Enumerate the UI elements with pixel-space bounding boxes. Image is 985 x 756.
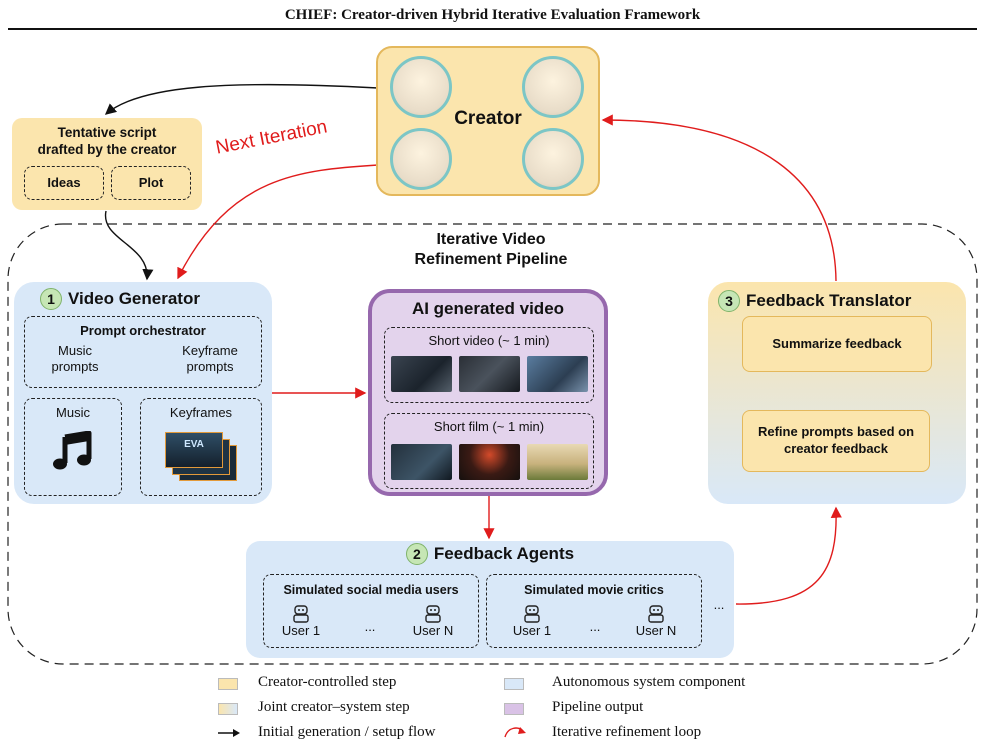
short-film-frame-1 <box>391 444 452 480</box>
refine-prompts-line2: creator feedback <box>783 441 889 456</box>
legend-pipeline-output: Pipeline output <box>552 699 644 715</box>
social-users-ellipsis: ... <box>364 619 376 634</box>
next-iteration-arrow <box>177 164 379 280</box>
keyframe-prompts-line2: prompts <box>186 359 234 374</box>
pipeline-title-line2: Refinement Pipeline <box>414 251 568 268</box>
short-film-label: Short film (~ 1 min) <box>433 419 545 434</box>
music-prompts-label: Music prompts <box>33 343 117 375</box>
music-box: Music <box>24 398 122 496</box>
legend-creator-controlled: Creator-controlled step <box>258 674 397 690</box>
short-video-frame-1 <box>391 356 452 392</box>
short-video-box: Short video (~ 1 min) <box>384 327 594 403</box>
video-generator-box: 1 Video Generator Prompt orchestrator Mus… <box>14 282 272 504</box>
music-prompts-line1: Music <box>58 343 92 358</box>
refine-prompts-box: Refine prompts based on creator feedback <box>742 410 930 472</box>
critic-user-1-label: User 1 <box>512 623 552 638</box>
legend-black-arrow-icon <box>218 729 240 737</box>
refine-prompts-line1: Refine prompts based on <box>757 424 915 439</box>
social-media-users-box: Simulated social media users User 1 ... … <box>263 574 479 648</box>
feedback-agents-box: 2 Feedback Agents Simulated social media … <box>246 541 734 658</box>
pipeline-title: Iterative Video Refinement Pipeline <box>384 230 598 270</box>
translator-to-creator-arrow <box>601 114 837 282</box>
legend-swatch-creator <box>218 678 238 690</box>
pipeline-title-line1: Iterative Video <box>436 231 546 248</box>
robot-icon <box>293 605 309 623</box>
feedback-translator-title: 3 Feedback Translator <box>718 290 911 312</box>
music-note-icon <box>53 431 92 470</box>
ideas-box: Ideas <box>24 166 104 200</box>
prompt-orchestrator-label: Prompt orchestrator <box>80 323 206 338</box>
title-divider <box>8 28 977 30</box>
short-video-label: Short video (~ 1 min) <box>428 333 550 348</box>
critics-ellipsis: ... <box>589 619 601 634</box>
keyframes-box: Keyframes EVA <box>140 398 262 496</box>
page-title: CHIEF: Creator-driven Hybrid Iterative E… <box>284 7 701 23</box>
script-to-generator-arrow <box>104 210 154 281</box>
creator-avatar-artist <box>390 128 452 190</box>
feedback-agents-title: 2 Feedback Agents <box>246 543 734 565</box>
plot-box: Plot <box>111 166 191 200</box>
keyframe-stack-front: EVA <box>165 432 223 468</box>
creator-label: Creator <box>454 108 522 129</box>
step-number-2: 2 <box>405 543 428 565</box>
movie-critics-box: Simulated movie critics User 1 ... User … <box>486 574 702 648</box>
feedback-translator-label: Feedback Translator <box>746 291 912 310</box>
short-video-frame-2 <box>459 356 520 392</box>
step-number-3: 3 <box>718 290 740 312</box>
legend: Creator-controlled step Joint creator–sy… <box>0 672 985 756</box>
short-film-box: Short film (~ 1 min) <box>384 413 594 489</box>
summarize-feedback-box: Summarize feedback <box>742 316 932 372</box>
music-label: Music <box>56 405 90 420</box>
pipeline-boundary <box>7 223 978 665</box>
prompt-orchestrator-box: Prompt orchestrator Music prompts Keyfra… <box>24 316 262 388</box>
legend-initial-flow: Initial generation / setup flow <box>258 724 436 740</box>
creator-avatar-educator <box>522 56 584 118</box>
robot-icon <box>425 605 441 623</box>
creator-to-script-arrow <box>104 83 379 115</box>
keyframe-prompts-label: Keyframe prompts <box>165 343 255 375</box>
short-film-frame-2 <box>459 444 520 480</box>
social-media-users-label: Simulated social media users <box>283 583 459 597</box>
creator-avatar-programmer <box>522 128 584 190</box>
tentative-script-box: Tentative script drafted by the creator … <box>12 118 202 210</box>
legend-red-curved-arrow-icon <box>504 727 526 738</box>
keyframe-prompts-line1: Keyframe <box>182 343 238 358</box>
feedback-agents-label: Feedback Agents <box>433 544 575 563</box>
social-user-1-label: User 1 <box>281 623 321 638</box>
music-prompts-line2: prompts <box>51 359 99 374</box>
legend-autonomous: Autonomous system component <box>552 674 746 690</box>
short-film-frame-3 <box>527 444 588 480</box>
video-generator-title: 1 Video Generator <box>40 288 200 310</box>
creator-box: Creator <box>376 46 600 196</box>
legend-swatch-autonomous <box>504 678 524 690</box>
agents-more-ellipsis: ... <box>713 597 725 612</box>
short-video-frame-3 <box>527 356 588 392</box>
agents-to-translator-arrow <box>735 506 842 605</box>
script-title: Tentative script drafted by the creator <box>12 124 202 158</box>
legend-swatch-output <box>504 703 524 715</box>
robot-icon <box>648 605 664 623</box>
script-title-line1: Tentative script <box>57 125 157 140</box>
ai-video-title: AI generated video <box>411 299 565 318</box>
social-user-n-label: User N <box>412 623 454 638</box>
legend-joint: Joint creator–system step <box>258 699 410 715</box>
step-number-1: 1 <box>40 288 62 310</box>
movie-critics-label: Simulated movie critics <box>524 583 664 597</box>
script-title-line2: drafted by the creator <box>37 142 177 157</box>
ai-generated-video-box: AI generated video Short video (~ 1 min)… <box>368 289 608 496</box>
robot-icon <box>524 605 540 623</box>
legend-iterative-loop: Iterative refinement loop <box>552 724 702 740</box>
video-generator-label: Video Generator <box>68 289 200 308</box>
critic-user-n-label: User N <box>635 623 677 638</box>
legend-swatch-joint <box>218 703 238 715</box>
keyframes-label: Keyframes <box>169 405 233 420</box>
creator-avatar-podcaster <box>390 56 452 118</box>
